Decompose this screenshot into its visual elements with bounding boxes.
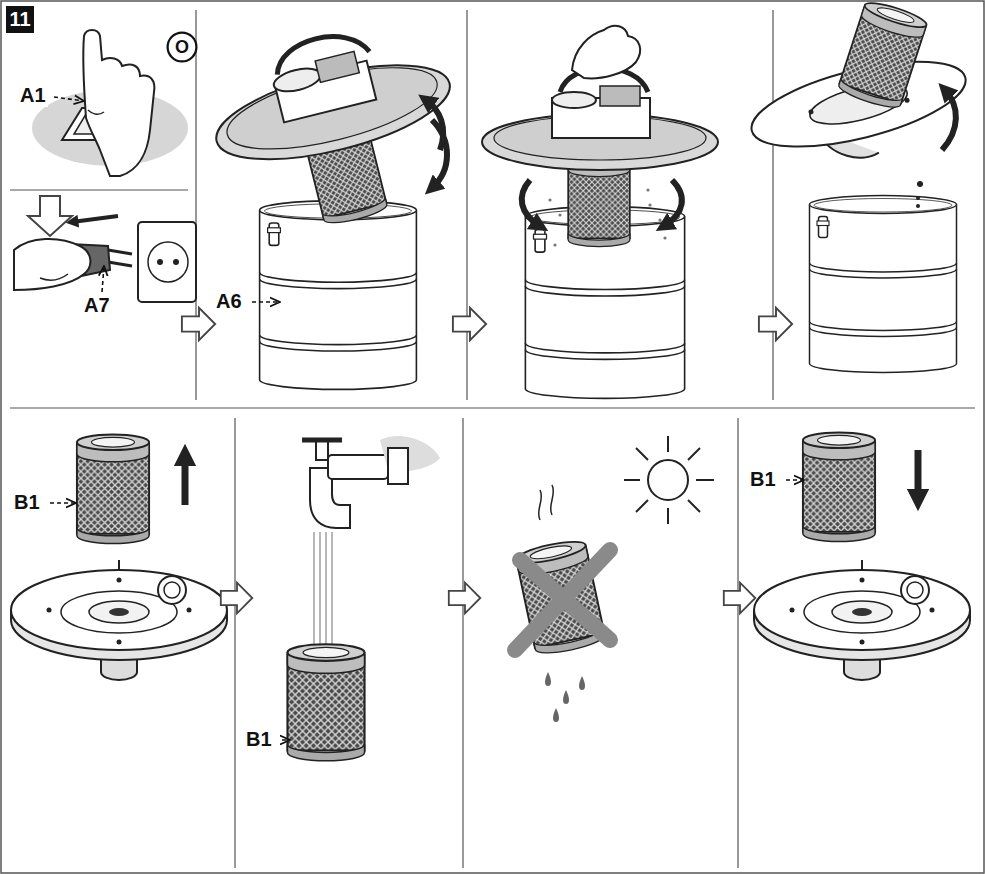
part-label: A1 <box>18 84 48 107</box>
switch-position: O <box>175 37 189 58</box>
off-symbol: O <box>166 31 198 63</box>
step-number-text: 11 <box>9 8 30 31</box>
part-label: A6 <box>214 290 244 313</box>
part-label: B1 <box>12 491 42 514</box>
part-label: B1 <box>748 468 778 491</box>
part-label: B1 <box>244 728 274 751</box>
step-number: 11 <box>6 6 34 33</box>
part-label: A7 <box>82 294 112 317</box>
